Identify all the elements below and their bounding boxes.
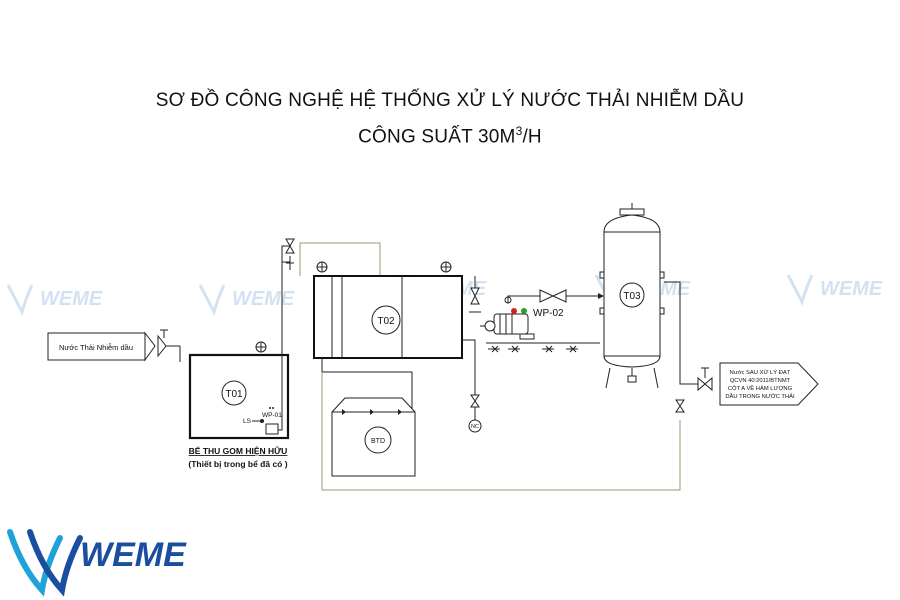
tank-t03-label: T03 bbox=[623, 291, 641, 302]
inlet-arrow-icon bbox=[144, 331, 156, 362]
capacity-prefix: CÔNG SUẤT 30M bbox=[358, 126, 516, 148]
wp02-discharge-pipe bbox=[507, 295, 600, 303]
level-switch-label: LS bbox=[243, 418, 252, 425]
t03-bypass-valve bbox=[675, 399, 685, 413]
pump-wp02: WP-02 bbox=[480, 296, 564, 340]
pump-foundation bbox=[486, 342, 600, 353]
watermark-text: WEME bbox=[40, 288, 103, 310]
tank-t01-label: T01 bbox=[225, 389, 243, 400]
outlet-line4: DẦU TRONG NƯỚC THẢI bbox=[725, 393, 795, 400]
t02-outlet-valve bbox=[469, 280, 481, 313]
t01-caption-line2: (Thiết bị trong bể đã có ) bbox=[188, 459, 287, 469]
nc-valve-label: NC bbox=[471, 424, 479, 430]
t03-inlet-valve bbox=[539, 289, 567, 303]
outlet-destination: Nước SAU XỬ LÝ ĐẠT QCVN 40:2011/BTNMT CỘ… bbox=[719, 362, 819, 406]
t02-outlet-pipe bbox=[462, 339, 476, 420]
tank-t02-marker bbox=[371, 305, 401, 335]
capacity-suffix: /H bbox=[522, 126, 542, 148]
pump-wp02-motor-icon bbox=[493, 313, 529, 335]
outlet-line3: CỘT A VỀ HÀM LƯỢNG bbox=[728, 385, 793, 392]
watermark-1: WEME bbox=[6, 284, 103, 317]
logo-wave-icon bbox=[7, 529, 63, 597]
pump-wp01-label: WP-01 bbox=[262, 412, 282, 419]
t01-caption-line1: BỂ THU GOM HIỆN HỮU bbox=[189, 445, 288, 456]
t03-outlet-pipe bbox=[664, 281, 712, 385]
brand-logo: WEME bbox=[7, 529, 187, 597]
tank-t02: T02 bbox=[313, 261, 463, 359]
pump-running-indicator-icon bbox=[511, 308, 517, 314]
outlet-label-arrow-icon bbox=[719, 362, 819, 406]
watermark-wave-icon bbox=[6, 284, 34, 317]
diagram-title: SƠ ĐỒ CÔNG NGHỆ HỆ THỐNG XỬ LÝ NƯỚC THẢI… bbox=[155, 90, 745, 111]
oil-drain-pipe bbox=[321, 358, 413, 418]
riser-valve bbox=[285, 238, 295, 270]
logo-text: WEME bbox=[80, 536, 187, 574]
capacity-exponent: 3 bbox=[515, 124, 523, 138]
wp01-discharge-pipe bbox=[278, 245, 290, 431]
inlet-valve-icon bbox=[157, 334, 167, 358]
tank-t03-marker bbox=[619, 282, 645, 308]
return-pipe bbox=[321, 372, 681, 491]
pump-wp01-icon bbox=[265, 423, 279, 435]
pump-wp02-label: WP-02 bbox=[533, 308, 564, 319]
tank-t01: T01 LS WP-01 bbox=[188, 245, 290, 440]
tank-btd: BTD bbox=[331, 397, 416, 477]
watermark-wave-icon bbox=[786, 274, 814, 307]
watermark-5: WEME bbox=[786, 274, 883, 307]
outlet-line1: Nước SAU XỬ LÝ ĐẠT bbox=[730, 369, 791, 376]
inlet-label: Nước Thải Nhiễm dầu bbox=[59, 343, 133, 352]
watermark-text: WEME bbox=[232, 288, 295, 310]
watermark-text: WEME bbox=[820, 278, 883, 300]
pump-ready-indicator-icon bbox=[521, 308, 527, 314]
diagram-capacity: CÔNG SUẤT 30M3/H bbox=[0, 124, 900, 148]
nc-valve-icon bbox=[468, 419, 482, 433]
t02-inlet-pipe bbox=[299, 242, 381, 276]
tank-t02-label: T02 bbox=[377, 316, 395, 327]
outlet-line2: QCVN 40:2011/BTNMT bbox=[730, 378, 791, 384]
drain-valve-nc: NC bbox=[468, 394, 482, 433]
tank-btd-marker bbox=[364, 426, 392, 454]
inlet-source: Nước Thải Nhiễm dầu bbox=[47, 329, 181, 362]
inlet-label-box bbox=[47, 332, 146, 361]
tank-t01-marker bbox=[221, 380, 247, 406]
tank-t03: T03 bbox=[599, 203, 665, 389]
watermark-wave-icon bbox=[198, 284, 226, 317]
outlet-valve bbox=[697, 367, 713, 392]
tank-btd-label: BTD bbox=[371, 438, 385, 445]
level-switch-icon bbox=[260, 419, 264, 423]
watermark-2: WEME bbox=[198, 284, 295, 317]
